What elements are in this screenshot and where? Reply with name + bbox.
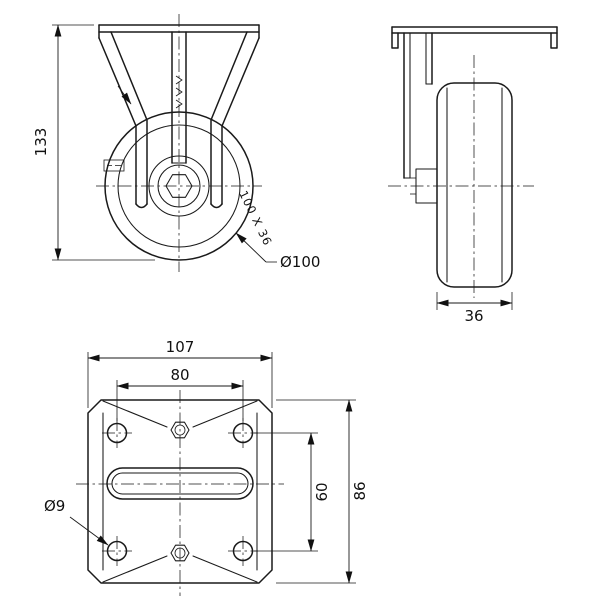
side-view: 36 — [388, 26, 558, 325]
dim-d9-leader — [69, 516, 109, 546]
dim-36-label: 36 — [464, 307, 483, 325]
bottom-rivet-hex — [170, 544, 190, 562]
top-v-right — [192, 400, 258, 428]
top-v-left — [102, 400, 168, 428]
bottom-v-left — [102, 555, 168, 583]
hub-inner-circle — [157, 164, 201, 208]
central-slot-inner — [111, 472, 249, 495]
bolt-hole-top-left — [102, 418, 132, 448]
wheel-side-profile — [436, 82, 513, 288]
central-slot-outer — [106, 467, 254, 500]
wheel-rim-circle — [117, 124, 241, 248]
spec-mark-icon — [103, 159, 125, 172]
bottom-v-right — [192, 555, 258, 583]
plan-view: 107 80 60 86 Ø9 — [44, 338, 369, 596]
dim-133-label: 133 — [32, 128, 50, 157]
fork-left-tip — [135, 203, 148, 209]
side-plate-right-tab — [550, 26, 558, 49]
dim-d100-label: Ø100 — [280, 253, 320, 271]
top-rivet-hex — [170, 421, 190, 439]
bolt-hole-bottom-left — [102, 536, 132, 566]
side-plate-left-tab — [391, 26, 399, 49]
fork-right-inner — [210, 31, 248, 205]
bolt-hole-bottom-right — [228, 536, 258, 566]
mounting-plate-outline — [87, 399, 273, 584]
dim-d100-leader — [235, 232, 267, 263]
leader-arrow — [117, 85, 132, 105]
hub-outer-circle — [148, 155, 210, 217]
fork-right-tip — [210, 203, 223, 209]
wheel-outer-circle — [104, 111, 254, 261]
fork-left-outer — [98, 37, 137, 205]
bolt-hole-top-right — [228, 418, 258, 448]
fork-left-inner — [110, 31, 148, 205]
front-view: 100 X 36 133 Ø100 — [32, 14, 320, 272]
axle-nut-hex — [165, 174, 193, 198]
dim-d9-label: Ø9 — [44, 497, 65, 515]
dim-107-label: 107 — [166, 338, 195, 356]
dim-60-label: 60 — [313, 482, 331, 501]
dim-86-label: 86 — [351, 481, 369, 500]
dim-80-label: 80 — [170, 366, 189, 384]
brand-mark-icon — [175, 75, 183, 109]
fork-right-outer — [221, 37, 260, 205]
